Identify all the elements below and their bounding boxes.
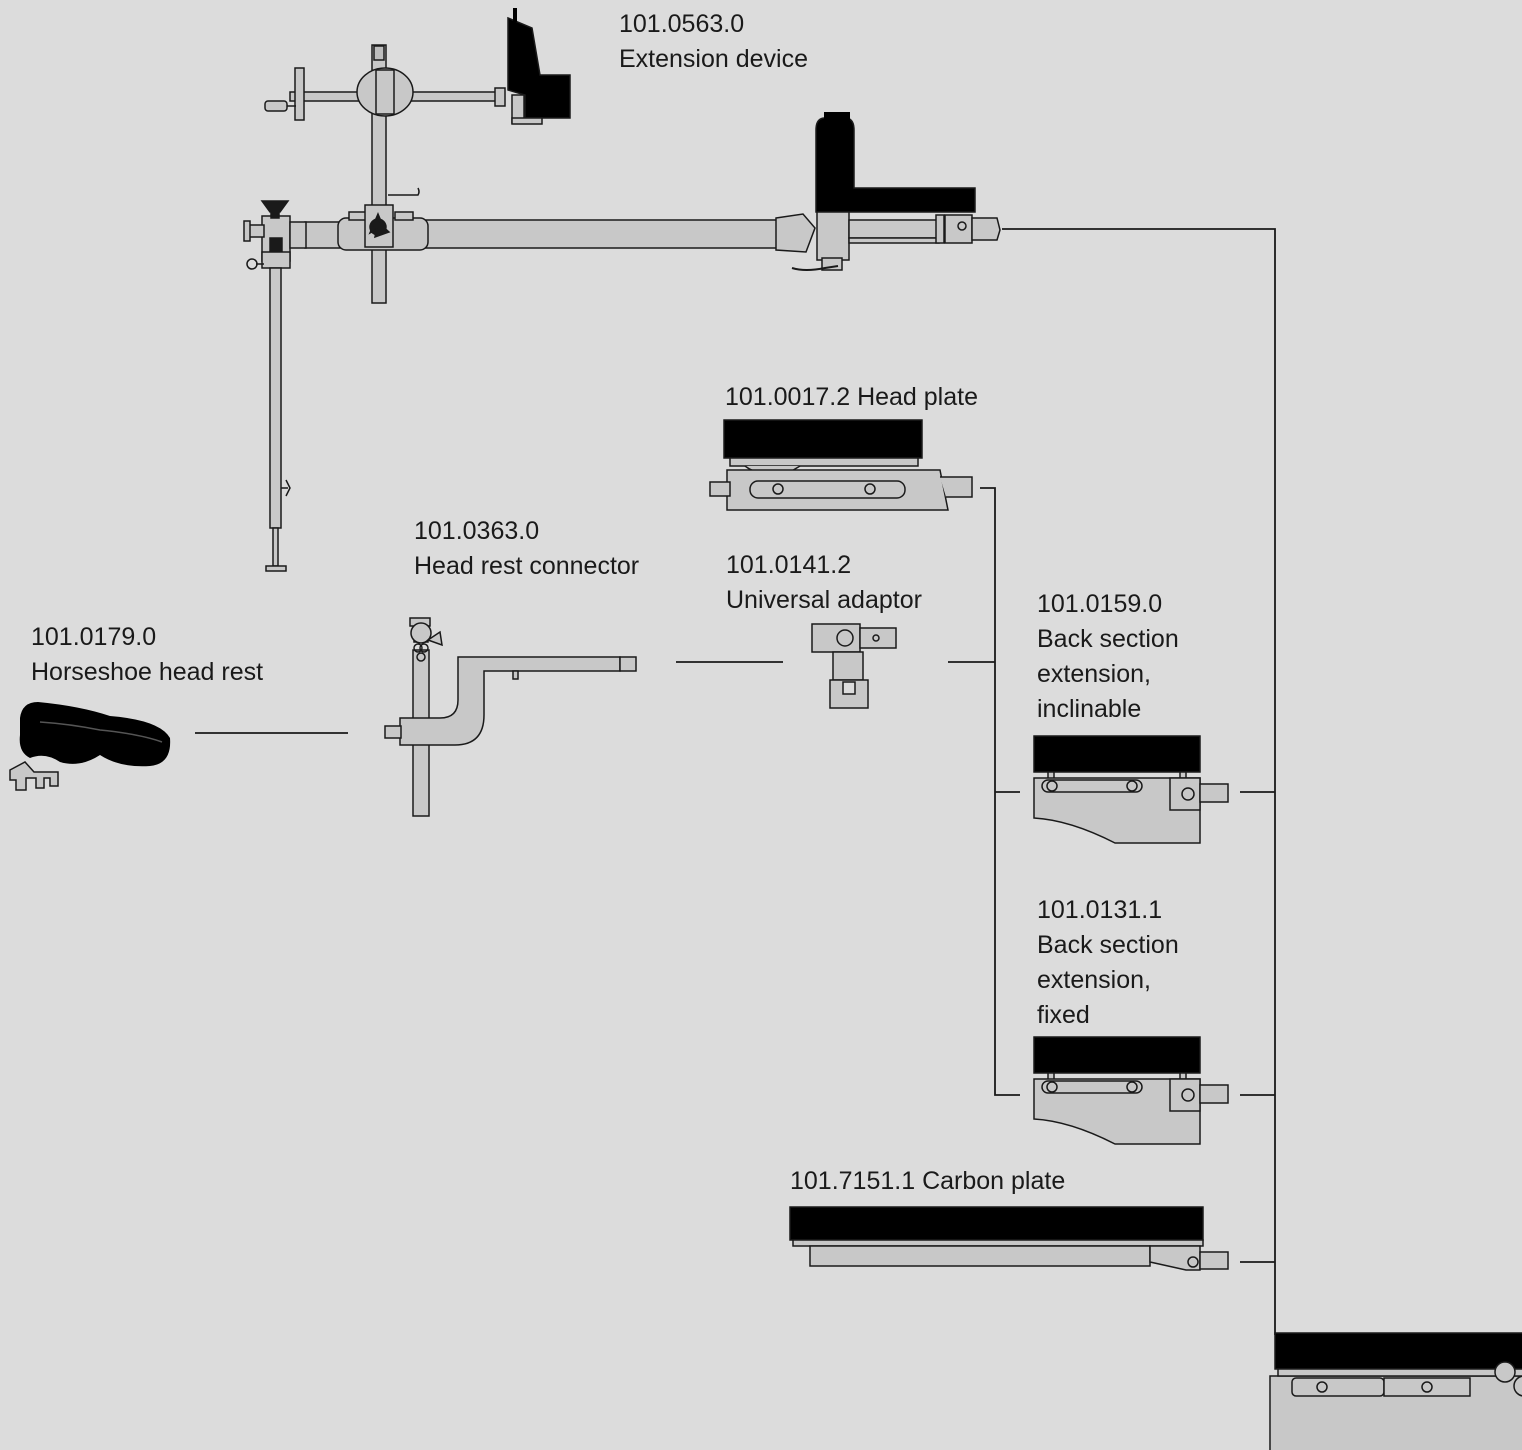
part-name-line-1: Back section <box>1037 931 1179 959</box>
label-head-plate: 101.0017.2 Head plate <box>725 380 978 415</box>
part-name-line-2: extension, <box>1037 660 1151 688</box>
extension-device-drawing <box>243 8 1001 572</box>
horseshoe-drawing <box>9 702 171 791</box>
part-number-and-name: 101.0017.2 Head plate <box>725 383 978 411</box>
back-section-fixed-drawing <box>1033 1036 1229 1145</box>
label-back-section-fixed: 101.0131.1 Back section extension, fixed <box>1037 893 1179 1033</box>
part-name-line-2: extension, <box>1037 966 1151 994</box>
back-section-inclinable-drawing <box>1033 735 1229 844</box>
label-head-rest-connector: 101.0363.0 Head rest connector <box>414 514 639 584</box>
universal-adaptor-drawing <box>811 623 897 709</box>
part-name-line-1: Back section <box>1037 625 1179 653</box>
part-number: 101.0141.2 <box>726 551 852 579</box>
part-number-and-name: 101.7151.1 Carbon plate <box>790 1167 1066 1195</box>
label-extension-device: 101.0563.0 Extension device <box>619 7 808 77</box>
part-name-line-3: inclinable <box>1037 695 1142 723</box>
table-section-drawing <box>1269 1332 1522 1450</box>
part-number: 101.0179.0 <box>31 623 157 651</box>
label-universal-adaptor: 101.0141.2 Universal adaptor <box>726 548 922 618</box>
part-name: Universal adaptor <box>726 586 922 614</box>
part-name: Extension device <box>619 45 809 73</box>
head-rest-connector-drawing <box>384 617 637 817</box>
connector-lines <box>195 228 1276 1335</box>
part-number: 101.0363.0 <box>414 517 540 545</box>
carbon-plate-drawing <box>789 1206 1229 1271</box>
label-carbon-plate: 101.7151.1 Carbon plate <box>790 1164 1065 1199</box>
part-number: 101.0131.1 <box>1037 896 1163 924</box>
head-plate-drawing <box>709 419 973 511</box>
part-number: 101.0563.0 <box>619 10 745 38</box>
part-name: Horseshoe head rest <box>31 658 264 686</box>
trunk-line <box>1002 228 1276 1335</box>
part-number: 101.0159.0 <box>1037 590 1163 618</box>
part-name-line-3: fixed <box>1037 1001 1090 1029</box>
label-back-section-inclinable: 101.0159.0 Back section extension, incli… <box>1037 587 1179 727</box>
label-horseshoe-head-rest: 101.0179.0 Horseshoe head rest <box>31 620 263 690</box>
part-name: Head rest connector <box>414 552 640 580</box>
